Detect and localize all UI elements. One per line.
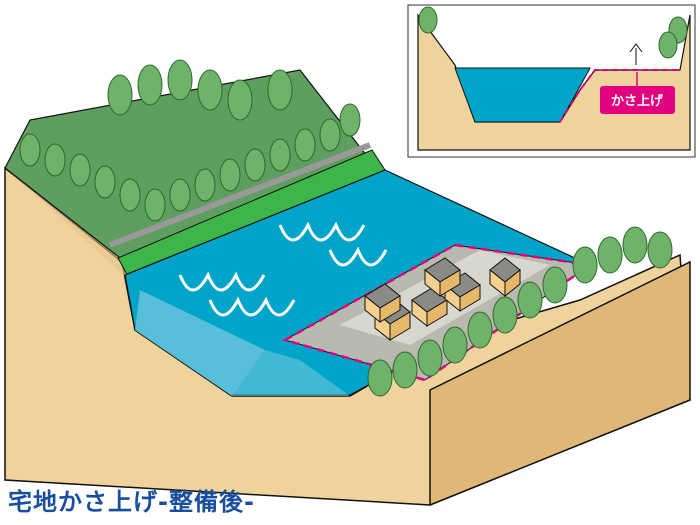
inset-label-box xyxy=(600,86,675,114)
right-trees xyxy=(367,226,673,397)
left-trees xyxy=(19,59,361,222)
inset-label: かさ上げ xyxy=(611,93,664,109)
raise-arrow-icon xyxy=(629,43,643,65)
inset-cross-section: かさ上げ xyxy=(407,4,696,158)
wave-icon xyxy=(178,271,266,292)
diagram-title: 宅地かさ上げ-整備後- xyxy=(8,488,255,516)
left-bank xyxy=(4,69,386,281)
houses xyxy=(364,257,521,342)
river xyxy=(124,169,592,396)
